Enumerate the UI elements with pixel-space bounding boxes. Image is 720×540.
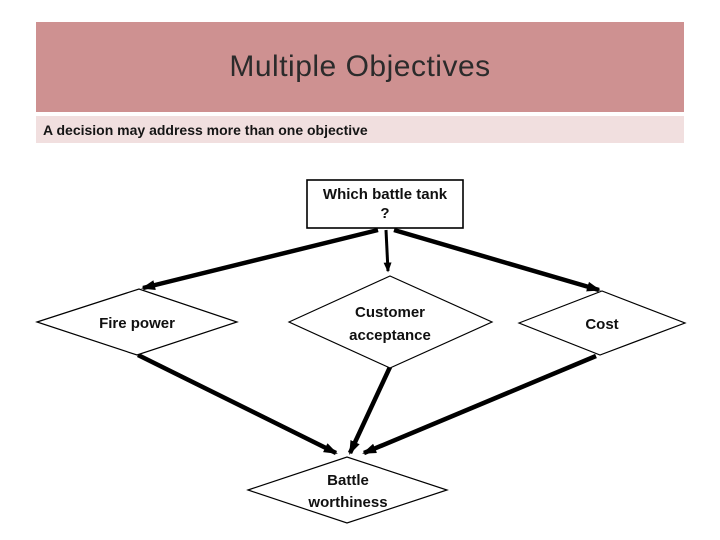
edge-root-to-customer-acceptance	[383, 229, 392, 273]
node-which-battle-tank	[306, 179, 464, 229]
node-battle-worthiness-label-line1: Battle	[327, 472, 369, 489]
node-customer-acceptance-label-line2: acceptance	[349, 327, 431, 344]
subtitle-text: A decision may address more than one obj…	[43, 121, 368, 138]
edge-customer-acceptance-to-battle-worthiness	[347, 366, 393, 455]
slide-title: Multiple Objectives	[229, 50, 491, 83]
edge-cost-to-battle-worthiness	[362, 353, 597, 456]
edge-root-to-cost	[393, 227, 601, 293]
edge-fire-power-to-battle-worthiness	[137, 352, 338, 456]
node-which-battle-tank-label-line2: ?	[380, 205, 389, 222]
node-cost-label: Cost	[585, 316, 618, 333]
node-which-battle-tank-label-line1: Which battle tank	[323, 186, 448, 203]
node-battle-worthiness	[246, 456, 449, 524]
node-cost	[517, 290, 687, 356]
node-fire-power	[35, 288, 239, 356]
title-bar: Multiple Objectives	[36, 22, 684, 112]
edge-root-to-fire-power	[141, 227, 379, 291]
node-customer-acceptance-label-line1: Customer	[355, 304, 425, 321]
node-battle-worthiness-label-line2: worthiness	[307, 494, 387, 511]
subtitle-bar: A decision may address more than one obj…	[36, 116, 684, 143]
node-fire-power-label: Fire power	[99, 315, 175, 332]
node-customer-acceptance	[287, 275, 494, 369]
